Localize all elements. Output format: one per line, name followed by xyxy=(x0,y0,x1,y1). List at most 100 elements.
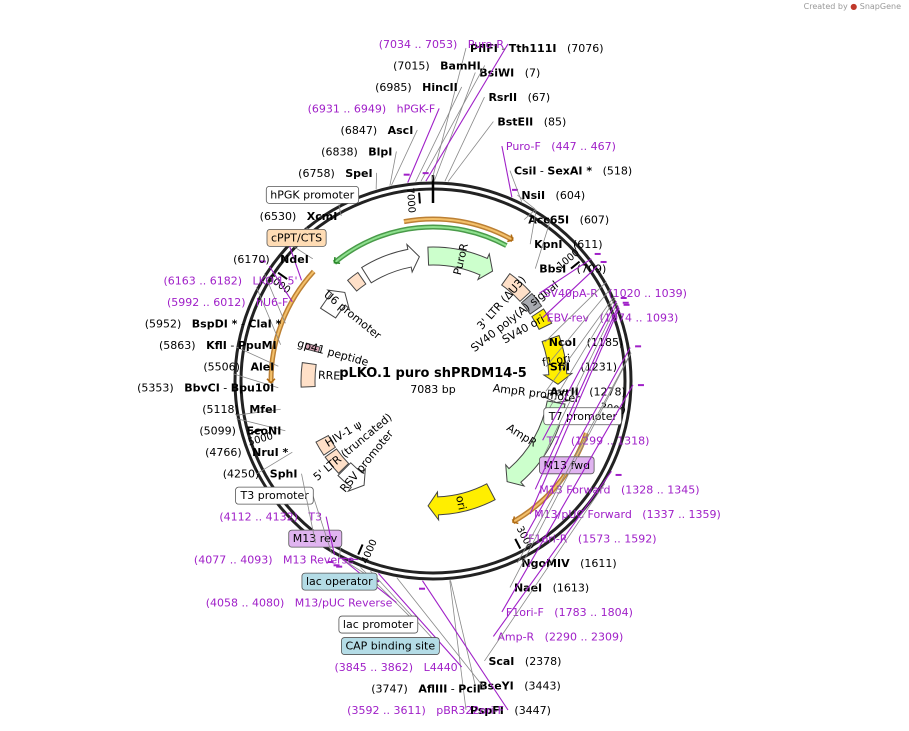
map-label-part: (5099) xyxy=(199,425,246,438)
map-label-part: lac operator xyxy=(306,575,373,588)
map-label: Acc65I (607) xyxy=(528,214,609,227)
map-label: (5118) MfeI xyxy=(202,403,276,416)
map-label-part: (6847) xyxy=(341,124,388,137)
map-label-part: PpuMI xyxy=(238,339,277,352)
map-label-part: KflI xyxy=(206,339,227,352)
outer-orange-2-highlight xyxy=(512,432,588,523)
map-label-part: (3443) xyxy=(514,679,561,692)
map-label: BbsI (709) xyxy=(539,263,606,276)
label-box xyxy=(543,407,622,426)
feature-label: ori xyxy=(453,494,469,511)
map-label: (5099) EcoNI xyxy=(199,425,281,438)
map-label-part: M13/pUC Forward (1337 .. 1359) xyxy=(534,508,721,521)
map-label: CAP binding site xyxy=(345,640,435,653)
leader-line xyxy=(396,577,486,689)
map-label: (7034 .. 7053) Puro-R xyxy=(379,38,505,51)
feature-ori xyxy=(427,483,496,522)
plasmid-name: pLKO.1 puro shPRDM14-5 xyxy=(339,366,527,381)
leader-line xyxy=(534,219,552,269)
map-label: (6931 .. 6949) hPGK-F xyxy=(308,102,436,115)
map-label: F1ori-F (1783 .. 1804) xyxy=(506,606,633,619)
map-label: (5863) KflI - PpuMI xyxy=(159,339,277,352)
feature-label: RRE xyxy=(318,369,341,383)
map-label: BseYI (3443) xyxy=(479,679,561,692)
map-label-part: Tth111I xyxy=(509,42,557,55)
feature-f1-ori xyxy=(541,334,574,385)
map-label-part: - xyxy=(536,165,547,178)
map-label-part: AleI xyxy=(250,360,274,373)
feature-label: AmpR xyxy=(504,421,539,450)
map-label: cPPT/CTS xyxy=(271,231,322,244)
map-label-part: PflFI xyxy=(470,42,498,55)
map-label: (5506) AleI xyxy=(203,360,274,373)
leader-line xyxy=(517,352,632,564)
map-label-part: BsiWI xyxy=(479,67,514,80)
map-label-part: - xyxy=(498,42,509,55)
map-label-part: - xyxy=(227,339,238,352)
leader-line xyxy=(301,473,316,543)
leader-line xyxy=(407,108,440,183)
map-label-part: BstEII xyxy=(497,116,533,129)
map-label-part: (6931 .. 6949) hPGK-F xyxy=(308,102,436,115)
map-label-part: (5353) xyxy=(137,382,184,395)
map-label: (5992 .. 6012) hU6-F xyxy=(167,296,288,309)
leader-line xyxy=(542,266,598,319)
map-label-part: F1ori-F (1783 .. 1804) xyxy=(506,606,633,619)
tick-mark xyxy=(418,192,421,204)
map-label-part: EcoNI xyxy=(246,425,281,438)
map-label: AvrII (1278) xyxy=(550,385,626,398)
leader-line xyxy=(509,352,632,588)
map-label: (4250) SphI xyxy=(223,468,298,481)
map-label-part: KpnI xyxy=(534,238,562,251)
map-label-part: F1ori-R (1573 .. 1592) xyxy=(528,532,656,545)
map-label-part: - xyxy=(220,382,231,395)
map-label: (6847) AscI xyxy=(341,124,414,137)
map-label: hPGK promoter xyxy=(270,188,354,201)
map-label-part: (518) xyxy=(592,165,632,178)
map-label-part: M13 fwd xyxy=(543,459,590,472)
feature-hpgk-promoter xyxy=(360,242,420,284)
map-label-part: CAP binding site xyxy=(345,640,435,653)
map-label-part: ClaI * xyxy=(248,317,281,330)
map-label-part: (7076) xyxy=(556,42,603,55)
map-label-part: M13 rev xyxy=(293,532,338,545)
map-label: M13 rev xyxy=(293,532,338,545)
label-box xyxy=(235,486,314,505)
map-label: NgoMIV (1611) xyxy=(521,557,616,570)
map-label-part: (4250) xyxy=(223,468,270,481)
leader-line xyxy=(433,72,476,182)
map-label: BstEII (85) xyxy=(497,116,566,129)
map-label-part: (67) xyxy=(517,91,550,104)
map-label-part: SV40pA-R (1020 .. 1039) xyxy=(543,287,686,300)
map-label-part: BseYI xyxy=(479,679,513,692)
label-box xyxy=(301,572,378,591)
map-label-part: SexAI * xyxy=(547,165,592,178)
map-label-part: (1613) xyxy=(542,581,589,594)
map-label: (5952) BspDI * - ClaI * xyxy=(145,317,282,330)
leader-line xyxy=(421,580,509,711)
feature-hiv-1- xyxy=(315,434,337,456)
map-label-part: BspDI * xyxy=(192,317,238,330)
map-label-part: (2378) xyxy=(514,655,561,668)
map-label: (3845 .. 3862) L4440 xyxy=(335,661,458,674)
outer-green-1-highlight xyxy=(333,226,507,264)
map-label-part: Puro-F (447 .. 467) xyxy=(506,140,616,153)
map-label-part: (6985) xyxy=(375,81,422,94)
label-box xyxy=(265,185,360,204)
map-label: CsiI - SexAI * (518) xyxy=(514,165,632,178)
map-label-part: (6758) xyxy=(298,167,345,180)
credit-brand: SnapGene xyxy=(859,2,901,11)
map-label-part: lac promoter xyxy=(343,618,414,631)
map-label-part: MfeI xyxy=(249,403,276,416)
map-label-part: (1278) xyxy=(579,385,626,398)
leader-line xyxy=(545,288,611,367)
feature-rsv-promoter xyxy=(337,462,366,493)
leader-line xyxy=(233,373,279,389)
map-label-part: NdeI xyxy=(280,253,309,266)
map-label: T7 (1299 .. 1318) xyxy=(546,434,650,447)
map-label-part: (6838) xyxy=(321,145,368,158)
map-label: NsiI (604) xyxy=(521,189,585,202)
label-box xyxy=(341,637,440,655)
feature-3-ltr-u3- xyxy=(500,272,532,303)
leader-line xyxy=(338,204,342,216)
